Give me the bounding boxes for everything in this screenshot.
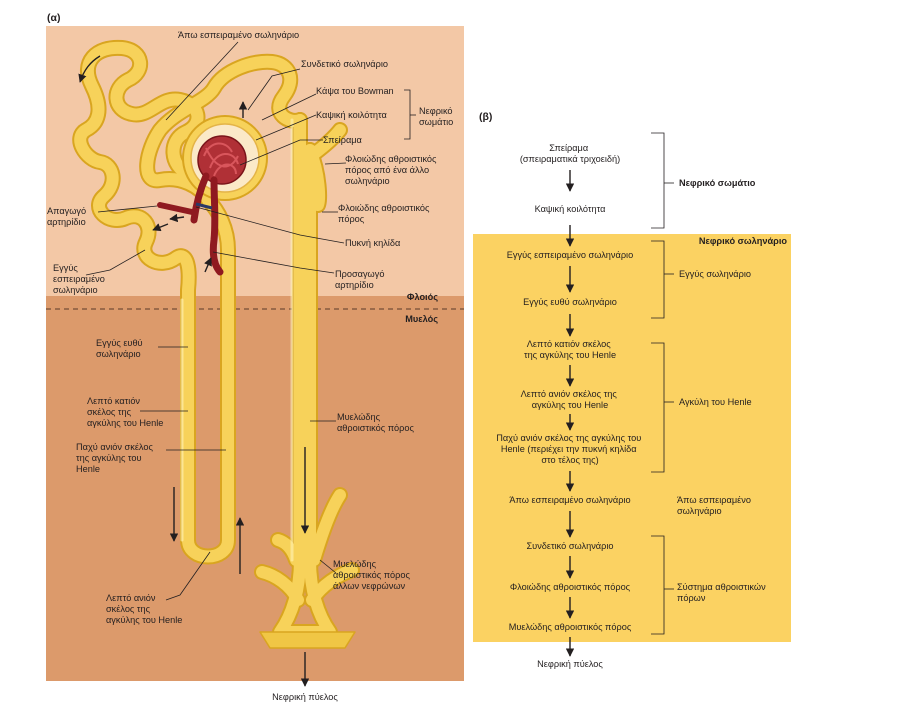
label-bowman-capsule: Κάψα του Bowman: [316, 86, 394, 96]
label-efferent: Απαγωγό αρτηρίδιο: [47, 206, 89, 227]
step-thick-ascending: Παχύ ανιόν σκέλος της αγκύλης του Henle …: [496, 433, 644, 465]
step-capsular-space: Καψική κοιλότητα: [535, 204, 606, 214]
group-distal-tubule: Άπω εσπειραμένο σωληνάριο: [677, 495, 754, 516]
step-thin-ascending: Λεπτό ανιόν σκέλος της αγκύλης του Henle: [521, 389, 620, 410]
label-medullary-cd: Μυελώδης αθροιστικός πόρος: [337, 412, 414, 433]
flow-arrows-a: [78, 55, 310, 687]
group-renal-corpuscle: Νεφρικό σωμάτιο: [679, 178, 756, 188]
label-connecting-tubule: Συνδετικό σωληνάριο: [301, 59, 388, 69]
flow-steps: Σπείραμα (σπειραματικά τριχοειδή) Καψική…: [496, 143, 644, 669]
leader-lines-a: [85, 41, 416, 601]
step-glomerulus: Σπείραμα (σπειραματικά τριχοειδή): [520, 143, 620, 164]
step-proximal-convoluted: Εγγύς εσπειραμένο σωληνάριο: [507, 250, 633, 260]
step-proximal-straight: Εγγύς ευθύ σωληνάριο: [523, 297, 617, 307]
renal-corpuscle-drawing: [157, 115, 268, 276]
zone-cortex-label: Φλοιός: [407, 292, 438, 302]
step-cortical-cd: Φλοιώδης αθροιστικός πόρος: [510, 582, 631, 592]
group-loop-of-henle: Αγκύλη του Henle: [679, 397, 752, 407]
panel-a-letter: (α): [47, 12, 60, 24]
nephron-tubule-box: [473, 234, 791, 642]
label-renal-corpuscle: Νεφρικό σωμάτιο: [419, 106, 455, 127]
label-medullary-cd-other: Μυελώδης αθροιστικός πόρος άλλων νεφρώνω…: [333, 559, 413, 591]
step-renal-pelvis: Νεφρική πύελος: [537, 659, 603, 669]
label-macula-densa: Πυκνή κηλίδα: [345, 238, 401, 248]
panel-b-letter: (β): [479, 111, 492, 123]
label-thin-descending: Λεπτό κατιόν σκέλος της αγκύλης του Henl…: [87, 396, 163, 428]
label-proximal-straight: Εγγύς ευθύ σωληνάριο: [96, 338, 145, 359]
label-thick-ascending: Παχύ ανιόν σκέλος της αγκύλης του Henle: [76, 442, 155, 474]
label-glomerulus: Σπείραμα: [323, 135, 363, 145]
step-distal-convoluted: Άπω εσπειραμένο σωληνάριο: [509, 495, 630, 505]
group-proximal-tubule: Εγγύς σωληνάριο: [679, 269, 751, 279]
nephron-tubules: [72, 39, 360, 649]
group-brackets: [651, 132, 674, 635]
label-proximal-convoluted: Εγγύς εσπειραμένο σωληνάριο: [53, 263, 107, 295]
label-cortical-cd: Φλοιώδης αθροιστικός πόρος: [338, 203, 432, 224]
zone-medulla-label: Μυελός: [405, 314, 438, 324]
step-medullary-cd: Μυελώδης αθροιστικός πόρος: [509, 622, 632, 632]
medulla-region: [46, 296, 464, 681]
step-connecting-tubule: Συνδετικό σωληνάριο: [527, 541, 614, 551]
label-capsular-space: Καψική κοιλότητα: [316, 110, 387, 120]
label-distal-convoluted: Άπω εσπειραμένο σωληνάριο: [178, 30, 299, 40]
label-thin-ascending: Λεπτό ανιόν σκέλος της αγκύλης του Henle: [106, 593, 182, 625]
label-renal-pelvis-a: Νεφρική πύελος: [272, 692, 338, 702]
label-afferent: Προσαγωγό αρτηρίδιο: [335, 269, 387, 290]
step-thin-descending: Λεπτό κατιόν σκέλος της αγκύλης του Henl…: [524, 339, 616, 360]
label-cortical-cd-other: Φλοιώδης αθροιστικός πόρος από ένα άλλο …: [345, 154, 439, 186]
nephron-tubule-title: Νεφρικό σωληνάριο: [699, 236, 788, 246]
group-collecting-system: Σύστημα αθροιστικών πόρων: [677, 582, 768, 603]
